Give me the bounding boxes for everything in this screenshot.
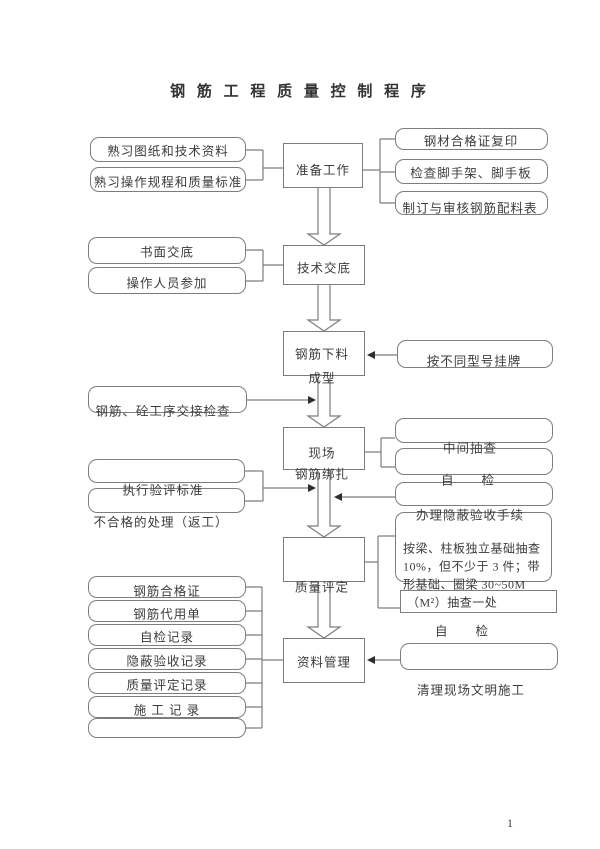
connector-familiarize-bracket (246, 149, 283, 181)
arrowhead-tag-left (367, 351, 375, 359)
record-box-2 (88, 600, 246, 622)
site-cleanup-box (400, 643, 558, 670)
node-quality-evaluation-box (283, 537, 365, 582)
familiarize-drawings-box (90, 137, 246, 162)
node-prepare-work-box (283, 143, 363, 188)
hidden-acceptance-box (395, 482, 553, 506)
familiarize-drawings-label: 熟习图纸和技术资料 (107, 144, 229, 159)
prepare-work-label: 准备工作 (295, 163, 351, 178)
arrowhead-handover-right (308, 396, 316, 404)
record-label-3: 自检记录 (139, 630, 195, 645)
eval-standard-box-lower (88, 488, 245, 513)
operators-participate-label: 操作人员参加 (126, 276, 208, 291)
arrowhead-cleanup-left (367, 656, 375, 664)
rebar-cutting-label-line2: 成型 (308, 371, 336, 386)
hidden-acceptance-label: 办理隐蔽验收手续 (415, 508, 525, 523)
sampling-note-line1: 按梁、柱板独立基础抽查 (403, 541, 541, 556)
record-box-7 (88, 718, 246, 738)
arrowhead-hidden-left (334, 493, 342, 501)
rebar-cutting-label-line1: 钢筋下料 (294, 347, 350, 362)
arrowhead-eval-right (308, 484, 316, 492)
steel-cert-copy-label: 钢材合格证复印 (423, 134, 519, 149)
record-box-5 (88, 672, 246, 694)
record-box-4 (88, 648, 246, 670)
record-box-3 (88, 624, 246, 646)
record-label-2: 钢筋代用单 (133, 607, 201, 622)
check-scaffold-label: 检查脚手架、脚手板 (410, 166, 532, 181)
steel-cert-copy-box (395, 128, 548, 150)
record-box-6 (88, 696, 246, 718)
connector-prepare-right-bracket (363, 138, 395, 204)
record-label-5: 质量评定记录 (126, 678, 208, 693)
record-label-6: 施 工 记 录 (133, 703, 201, 718)
connector-site-right-bracket (365, 437, 395, 468)
site-cleanup-label: 清理现场文明施工 (416, 683, 526, 698)
data-management-label: 资料管理 (296, 655, 352, 670)
self-check-label-1: 自 检 (440, 473, 496, 488)
connector-disclosure-bracket (246, 249, 283, 282)
written-disclosure-label: 书面交底 (139, 245, 195, 260)
rebar-schedule-label: 制订与审核钢筋配料表 (402, 201, 538, 216)
record-label-4: 隐蔽验收记录 (126, 654, 208, 669)
apply-eval-standard-label: 执行验评标准 (122, 483, 204, 498)
sampling-note-line2: 10%，但不少于 3 件；带 (403, 559, 540, 574)
record-label-1: 钢筋合格证 (133, 584, 201, 599)
tech-disclosure-label: 技术交底 (296, 261, 352, 276)
intermediate-check-box (395, 418, 553, 443)
quality-evaluation-label: 质量评定 (294, 580, 350, 595)
self-check-label-2: 自 检 (434, 624, 490, 639)
process-handover-check-box (88, 386, 247, 413)
tag-by-type-label: 按不同型号挂牌 (426, 354, 522, 369)
intermediate-check-label: 中间抽查 (442, 441, 498, 456)
tag-by-type-box (397, 340, 553, 368)
written-disclosure-box (88, 237, 246, 264)
nonconforming-rework-label: 不合格的处理（返工） (93, 515, 229, 530)
sampling-note-box-2 (400, 590, 557, 613)
record-box-1 (88, 576, 246, 598)
sampling-note-line4: （M²）抽查一处 (407, 595, 498, 610)
rebar-schedule-box (395, 191, 548, 215)
familiarize-procedures-label: 熟习操作规程和质量标准 (93, 175, 243, 190)
process-handover-check-label: 钢筋、砼工序交接检查 (95, 404, 231, 419)
familiarize-procedures-box (90, 167, 246, 192)
connector-records-bracket (246, 586, 283, 729)
block-arrow-tech-to-cutting (306, 285, 342, 332)
block-arrow-prepare-to-tech (306, 188, 342, 246)
eval-standard-box-upper (88, 459, 245, 483)
operators-participate-box (88, 267, 246, 294)
site-binding-label-line1: 现场 (308, 446, 336, 461)
self-check-box-1 (395, 448, 553, 475)
sampling-note-line3: 形基础、圈梁 30~50M (403, 577, 526, 592)
check-scaffold-box (395, 159, 548, 184)
site-binding-label-line2: 钢筋绑扎 (294, 467, 350, 482)
page-number: 1 (507, 816, 513, 830)
page-title: 钢 筋 工 程 质 量 控 制 程 序 (170, 84, 430, 100)
